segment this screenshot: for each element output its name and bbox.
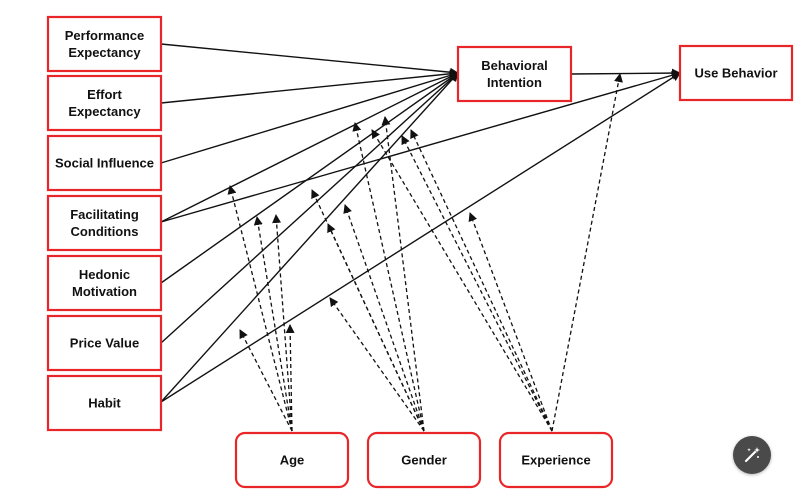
edge-fc-to-bi xyxy=(160,72,459,223)
magic-edit-button[interactable] xyxy=(733,436,771,474)
edge-fc-to-ub xyxy=(160,70,681,223)
node-label: Conditions xyxy=(71,224,139,239)
node-label: Gender xyxy=(401,453,447,468)
node-ub: Use Behavior xyxy=(678,44,794,102)
node-label: Price Value xyxy=(70,336,139,351)
edge-gender-to-pe-bi xyxy=(352,122,425,432)
magic-wand-icon xyxy=(744,447,760,463)
node-label: Hedonic xyxy=(79,267,130,282)
node-exp: Experience xyxy=(498,431,614,489)
edge-hm-to-bi xyxy=(160,72,459,284)
node-box xyxy=(366,431,482,489)
edge-ee-to-bi xyxy=(160,69,459,104)
node-box xyxy=(46,134,163,192)
edge-ha-to-ub xyxy=(160,72,681,403)
node-label: Effort xyxy=(87,87,122,102)
node-age: Age xyxy=(234,431,350,489)
node-box xyxy=(498,431,614,489)
node-pv: Price Value xyxy=(46,314,163,372)
edge-age-to-hm-bi xyxy=(272,214,293,432)
node-gender: Gender xyxy=(366,431,482,489)
edge-exp-to-bi-ub xyxy=(551,73,623,432)
node-label: Social Influence xyxy=(55,156,154,171)
node-label: Age xyxy=(280,453,305,468)
node-layer: PerformanceExpectancyEffortExpectancySoc… xyxy=(46,15,794,489)
edge-gender-to-pv-bi xyxy=(343,204,425,432)
node-label: Experience xyxy=(521,453,590,468)
node-label: Intention xyxy=(487,75,542,90)
edge-gender-to-ha-bi xyxy=(329,297,425,432)
node-label: Motivation xyxy=(72,284,137,299)
edge-age-to-ha-ub xyxy=(285,324,295,432)
edge-pv-to-bi xyxy=(160,72,459,344)
node-label: Use Behavior xyxy=(694,66,777,81)
node-label: Habit xyxy=(88,396,121,411)
node-box xyxy=(678,44,794,102)
edge-exp-to-hm-bi xyxy=(371,129,553,432)
edge-age-to-ha-bi xyxy=(239,329,293,432)
edge-age-to-pe-bi xyxy=(227,185,293,432)
edge-exp-to-si-bi xyxy=(410,129,553,432)
edge-si-to-bi xyxy=(160,71,459,164)
edge-age-to-fc-bi xyxy=(253,216,293,432)
edge-layer xyxy=(160,43,681,432)
edge-exp-to-fc-ub xyxy=(468,212,553,432)
node-label: Facilitating xyxy=(70,207,139,222)
edge-ha-to-bi xyxy=(160,72,459,403)
node-box xyxy=(46,194,163,252)
node-si: Social Influence xyxy=(46,134,163,192)
node-box xyxy=(234,431,350,489)
node-label: Expectancy xyxy=(68,45,141,60)
node-box xyxy=(46,74,163,132)
edge-exp-to-ee-bi xyxy=(401,135,553,432)
node-box xyxy=(46,314,163,372)
node-label: Expectancy xyxy=(68,104,141,119)
node-box xyxy=(46,374,163,432)
node-box xyxy=(46,15,163,73)
edge-bi-to-ub xyxy=(570,68,681,78)
node-box xyxy=(46,254,163,312)
node-ha: Habit xyxy=(46,374,163,432)
node-label: Performance xyxy=(65,28,144,43)
edge-gender-to-hm-bi xyxy=(327,223,425,432)
node-label: Behavioral xyxy=(481,58,547,73)
node-box xyxy=(456,45,573,103)
edge-gender-to-ee-bi xyxy=(381,116,425,432)
edge-pe-to-bi xyxy=(160,43,459,77)
